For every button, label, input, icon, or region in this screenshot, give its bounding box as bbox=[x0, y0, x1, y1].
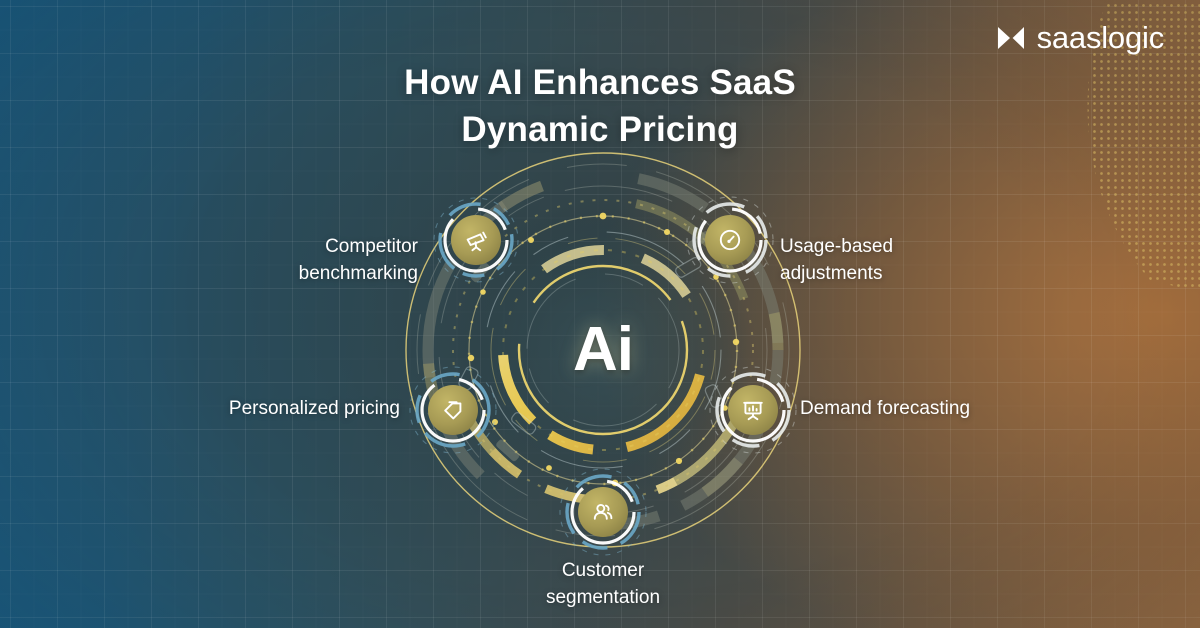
brand-logo[interactable]: saaslogic bbox=[996, 22, 1164, 53]
node-customer-segmentation[interactable] bbox=[559, 468, 647, 556]
node-competitor-benchmarking[interactable] bbox=[433, 197, 519, 283]
label-personalized-pricing: Personalized pricing bbox=[228, 398, 400, 419]
page-title: How AI Enhances SaaS Dynamic Pricing bbox=[0, 60, 1200, 153]
telescope-icon bbox=[466, 231, 487, 252]
presentation-chart-icon bbox=[743, 401, 763, 421]
node-personalized-pricing[interactable] bbox=[409, 366, 497, 454]
price-tag-icon bbox=[444, 401, 462, 420]
users-icon bbox=[593, 503, 613, 520]
node-demand-forecasting[interactable] bbox=[709, 366, 797, 454]
label-usage-based-adjustments: Usage-based adjustments bbox=[780, 236, 894, 284]
label-competitor-benchmarking: Competitor benchmarking bbox=[298, 236, 418, 284]
ai-pricing-diagram: Ai bbox=[403, 150, 803, 556]
label-customer-segmentation: Customer segmentation bbox=[545, 560, 661, 608]
diagram-rings bbox=[405, 152, 801, 556]
node-usage-based-adjustments[interactable] bbox=[686, 196, 774, 284]
label-demand-forecasting: Demand forecasting bbox=[800, 398, 971, 419]
bowtie-triangles-icon bbox=[997, 26, 1024, 49]
gauge-icon bbox=[719, 229, 741, 251]
page-title-line-2: Dynamic Pricing bbox=[461, 109, 739, 149]
page-title-line-1: How AI Enhances SaaS bbox=[404, 63, 796, 102]
brand-name: saaslogic bbox=[1036, 20, 1165, 55]
